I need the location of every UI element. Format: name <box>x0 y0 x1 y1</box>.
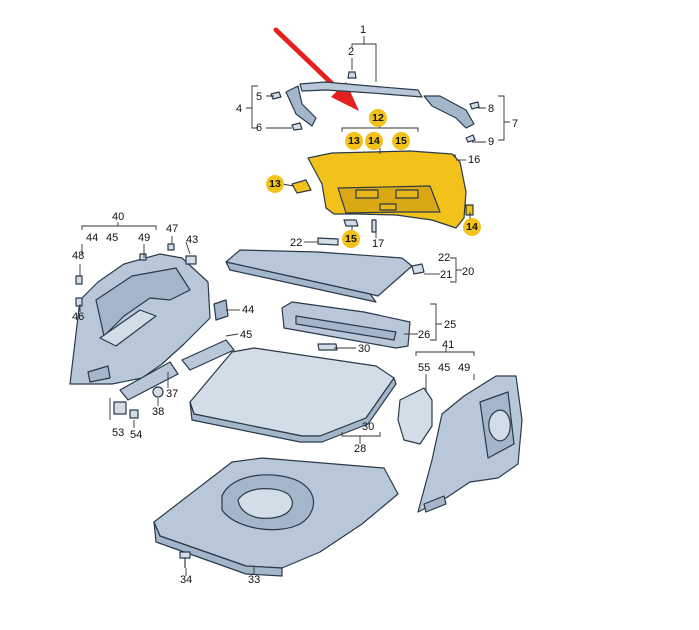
badge-bg-12 <box>369 109 387 127</box>
label-28: 28 <box>354 443 366 455</box>
label-55: 55 <box>418 362 430 374</box>
label-4: 4 <box>236 103 242 115</box>
badge-bg-14b <box>463 218 481 236</box>
label-53: 53 <box>112 427 124 439</box>
label-6: 6 <box>256 122 262 134</box>
floor-tray <box>153 457 399 577</box>
label-43: 43 <box>186 234 198 246</box>
label-45b: 45 <box>240 329 252 341</box>
label-22a: 22 <box>290 237 302 249</box>
badge-bg-13a <box>345 132 363 150</box>
label-30b: 30 <box>362 421 374 433</box>
label-44b: 44 <box>242 304 254 316</box>
label-41: 41 <box>442 339 454 351</box>
label-49a: 49 <box>138 232 150 244</box>
label-26: 26 <box>418 329 430 341</box>
label-54: 54 <box>130 429 142 441</box>
label-33: 33 <box>248 574 260 586</box>
badge-15b: 15 <box>345 233 357 245</box>
badge-bg-14a <box>365 132 383 150</box>
badge-15a: 15 <box>395 135 407 147</box>
label-48: 48 <box>72 250 84 262</box>
bolt-34 <box>179 551 191 568</box>
part-number-labels: 1 2 4 5 6 7 8 9 16 17 22 22 20 21 25 26 … <box>72 24 518 586</box>
label-45c: 45 <box>438 362 450 374</box>
label-22b: 22 <box>438 252 450 264</box>
badge-bg-15a <box>392 132 410 150</box>
badge-13a: 13 <box>348 135 360 147</box>
luggage-cover <box>225 237 425 303</box>
label-46: 46 <box>72 311 84 323</box>
label-45a: 45 <box>106 232 118 244</box>
label-38: 38 <box>152 406 164 418</box>
loading-floor-mat <box>189 343 397 443</box>
badge-13b: 13 <box>269 178 281 190</box>
left-small-parts <box>113 299 235 419</box>
badge-bg-13b <box>266 175 284 193</box>
label-21: 21 <box>440 269 452 281</box>
badge-14b: 14 <box>466 221 478 233</box>
leader-lines <box>79 36 510 576</box>
clip-under-panel <box>343 219 359 227</box>
label-49b: 49 <box>458 362 470 374</box>
upper-trim-strip <box>285 81 475 129</box>
label-17: 17 <box>372 238 384 250</box>
label-34: 34 <box>180 574 192 586</box>
label-8: 8 <box>488 103 494 115</box>
label-2: 2 <box>348 46 354 58</box>
badge-bg-15b <box>342 230 360 248</box>
rear-cross-member <box>281 301 411 349</box>
label-44a: 44 <box>86 232 98 244</box>
label-16: 16 <box>468 154 480 166</box>
highlight-badges: 12 13 14 15 13 15 14 <box>266 109 481 248</box>
red-arrow-icon <box>273 27 359 111</box>
badge-12: 12 <box>372 112 384 124</box>
label-30a: 30 <box>358 343 370 355</box>
left-side-trim <box>69 243 211 385</box>
right-side-trim <box>397 375 523 513</box>
tailgate-trim-panel <box>291 150 474 229</box>
label-25: 25 <box>444 319 456 331</box>
label-1: 1 <box>360 24 366 36</box>
badge-14a: 14 <box>368 135 380 147</box>
label-7: 7 <box>512 118 518 130</box>
label-37: 37 <box>166 388 178 400</box>
label-40: 40 <box>112 211 124 223</box>
label-9: 9 <box>488 136 494 148</box>
label-5: 5 <box>256 91 262 103</box>
label-20: 20 <box>462 266 474 278</box>
label-47: 47 <box>166 223 178 235</box>
